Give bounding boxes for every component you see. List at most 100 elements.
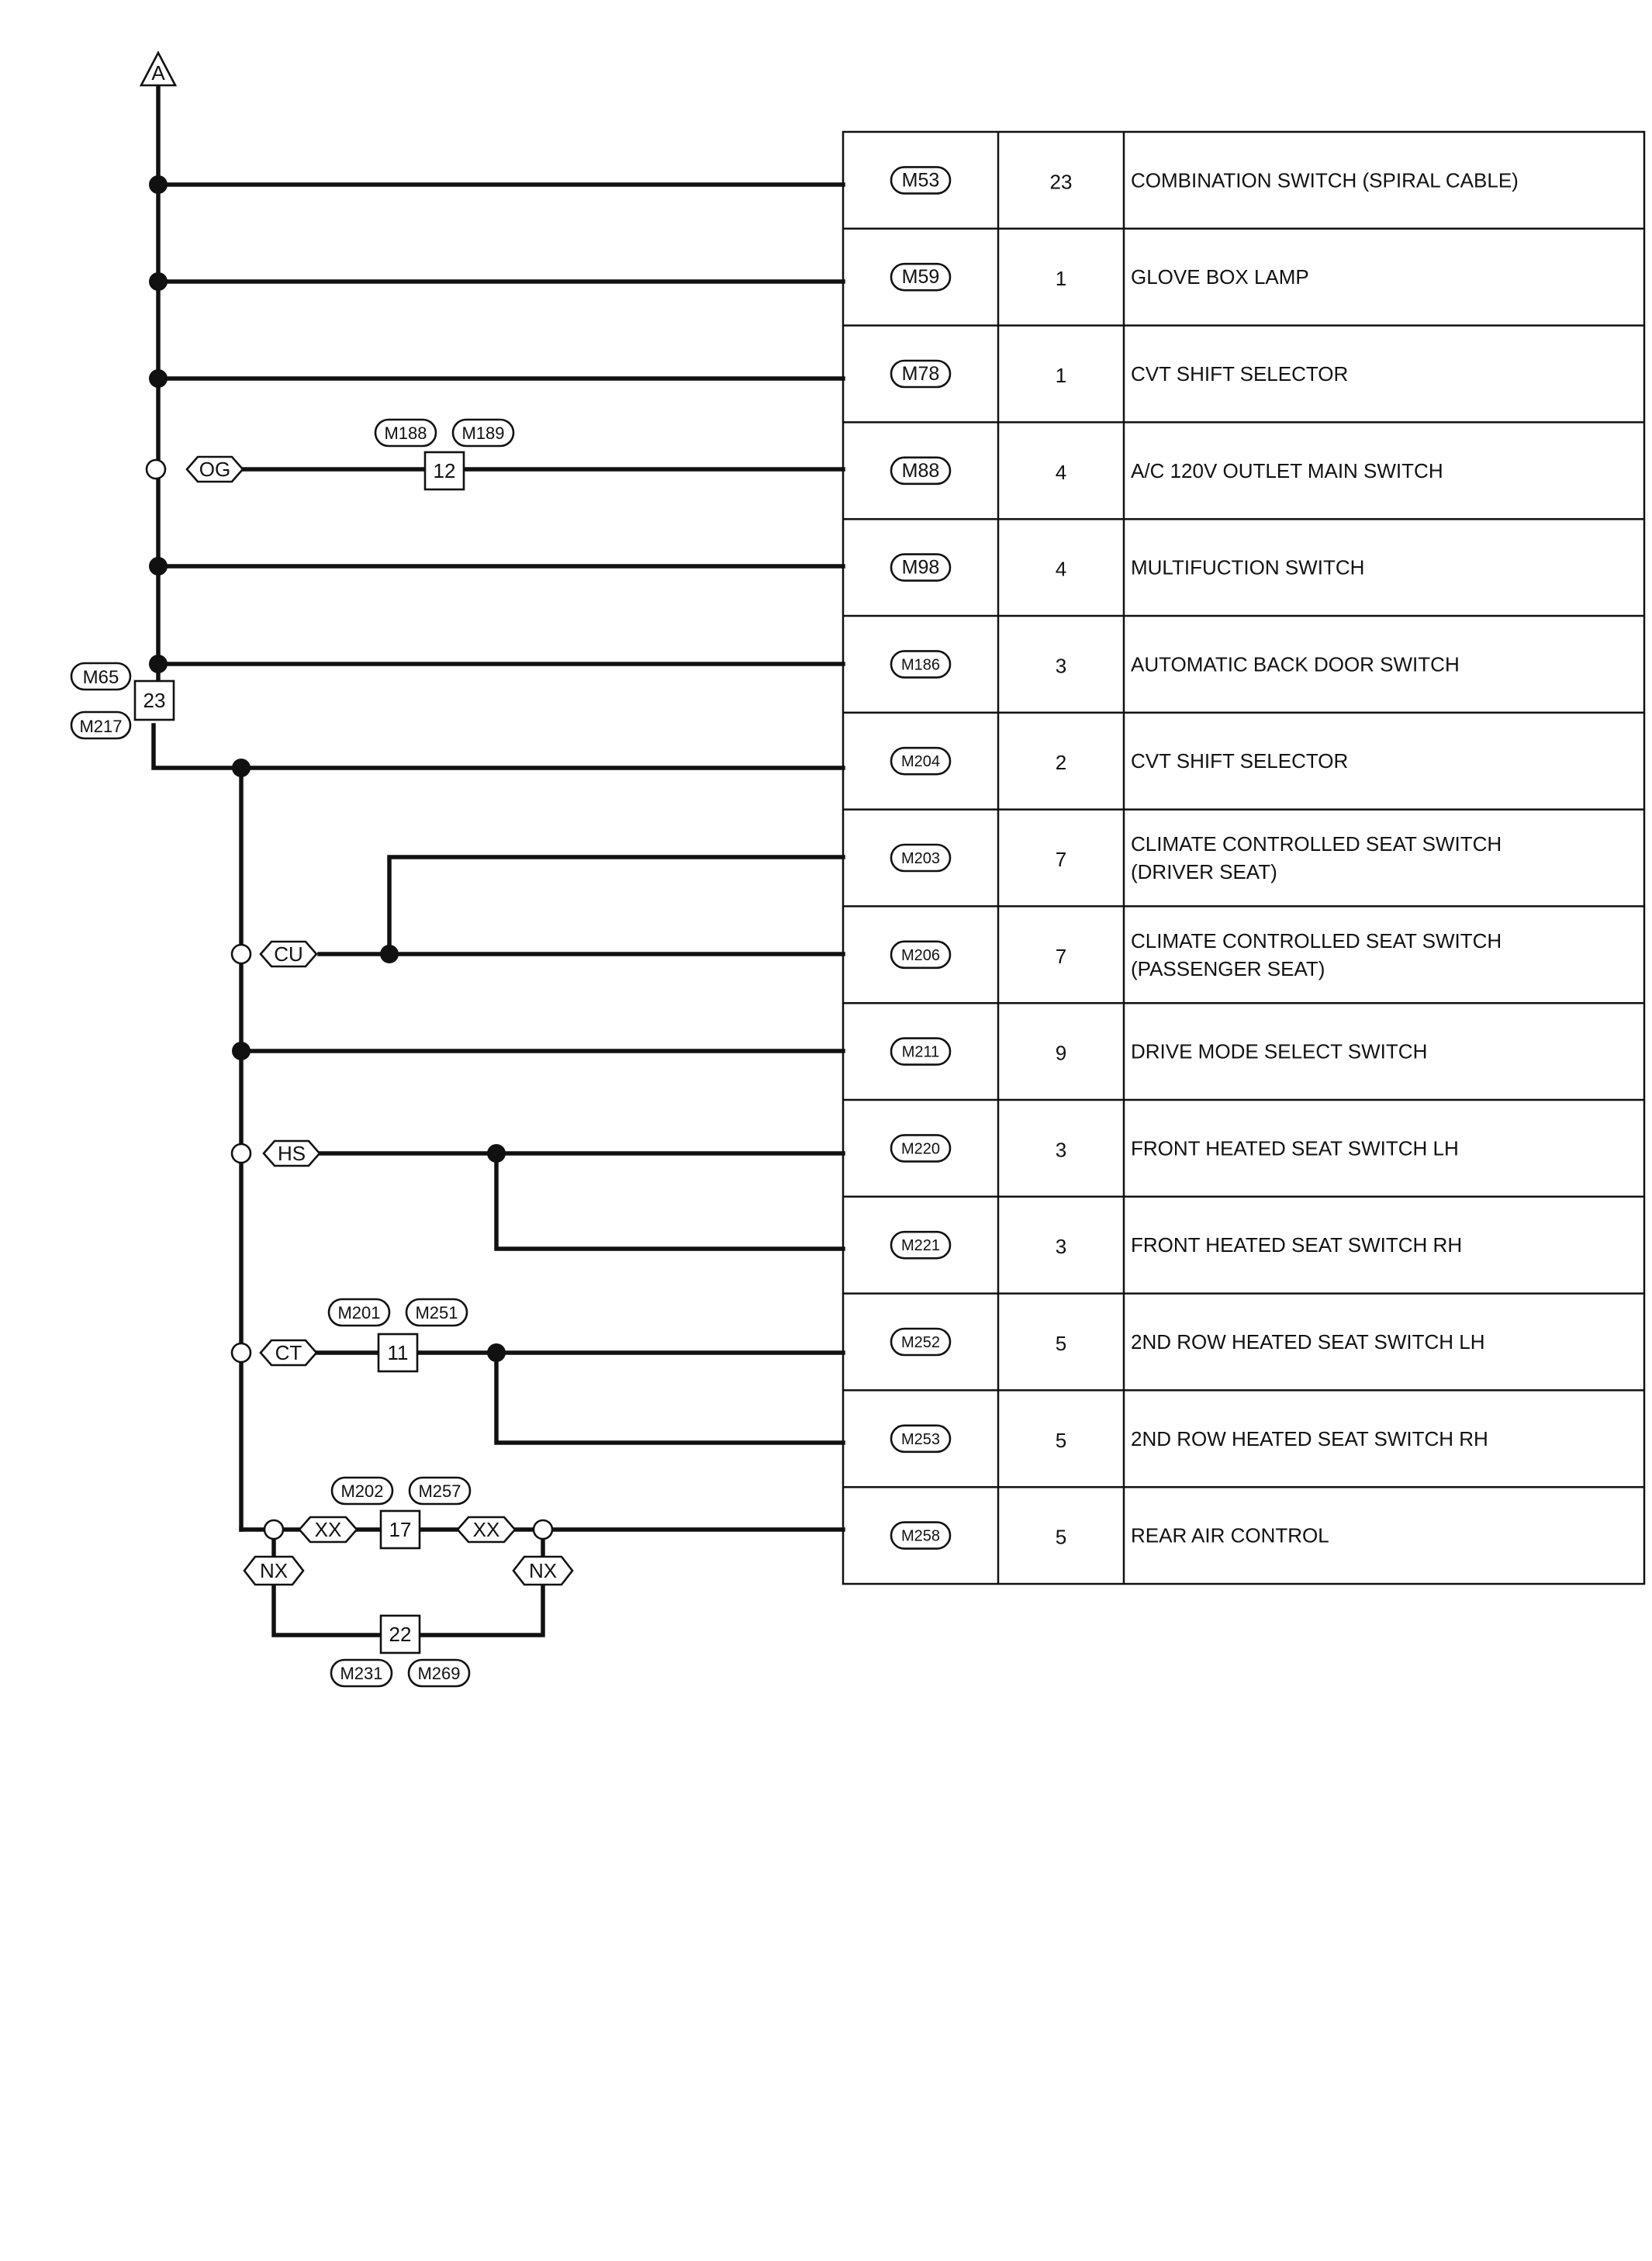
connector-id: M88 xyxy=(902,460,940,482)
wire-to-m203 xyxy=(387,855,845,956)
component-description: (DRIVER SEAT) xyxy=(1131,860,1277,883)
connector-id: M220 xyxy=(901,1140,940,1157)
connector-label-m201: M201 xyxy=(337,1303,380,1322)
terminal-number: 9 xyxy=(1056,1042,1066,1065)
wire-to-m221 xyxy=(494,1151,845,1251)
junction-open xyxy=(145,458,167,480)
terminal-number: 7 xyxy=(1056,848,1066,871)
terminal-number: 23 xyxy=(1050,170,1073,193)
component-description: CLIMATE CONTROLLED SEAT SWITCH xyxy=(1131,929,1502,952)
connector-badge xyxy=(890,359,952,389)
component-description: DRIVE MODE SELECT SWITCH xyxy=(1131,1040,1427,1063)
terminal-number: 3 xyxy=(1056,1235,1066,1258)
table-border xyxy=(842,130,1646,1585)
connector-badge xyxy=(890,843,952,873)
connector-badge xyxy=(890,1424,952,1454)
connector-id: M98 xyxy=(902,557,940,579)
junction-dot xyxy=(149,557,168,576)
table-row: M252 5 2ND ROW HEATED SEAT SWITCH LH xyxy=(890,1327,1485,1357)
junctions xyxy=(145,175,554,1540)
component-description: MULTIFUCTION SWITCH xyxy=(1131,556,1364,579)
terminal-number: 1 xyxy=(1056,267,1066,290)
connector-id: M204 xyxy=(901,753,940,770)
component-description: FRONT HEATED SEAT SWITCH LH xyxy=(1131,1136,1459,1160)
connector-badge xyxy=(890,940,952,970)
terminal-number: 5 xyxy=(1056,1332,1066,1355)
option-xx: XX XX M202 M257 17 xyxy=(298,1476,517,1550)
main-connector-pin: 23 xyxy=(143,689,166,712)
connector-id: M186 xyxy=(901,656,940,673)
connector-table-grid xyxy=(842,130,1646,1585)
component-description: CVT SHIFT SELECTOR xyxy=(1131,749,1348,773)
terminal-number: 5 xyxy=(1056,1526,1066,1549)
option-nx: NX NX 22 M231 M269 xyxy=(243,1555,574,1688)
option-code-xx-right: XX xyxy=(473,1518,500,1541)
option-cu: CU xyxy=(259,940,318,968)
table-row: M258 5 REAR AIR CONTROL xyxy=(890,1521,1329,1550)
terminal-number: 1 xyxy=(1056,364,1066,387)
connector-badge xyxy=(890,650,952,679)
connector-id: M53 xyxy=(902,169,940,191)
option-og: OG M188 M189 12 xyxy=(185,418,515,491)
junction-open xyxy=(230,943,252,965)
connector-badge xyxy=(890,746,952,776)
connector-label-m189: M189 xyxy=(461,424,504,443)
connector-label-m202: M202 xyxy=(340,1481,383,1501)
option-code-hs: HS xyxy=(278,1142,306,1165)
connector-id: M258 xyxy=(901,1528,940,1545)
connector-badge xyxy=(890,262,952,292)
component-description: 2ND ROW HEATED SEAT SWITCH LH xyxy=(1131,1330,1485,1353)
option-code-nx-right: NX xyxy=(529,1559,557,1582)
connector-label-m65: M65 xyxy=(83,667,119,688)
junction-open xyxy=(532,1519,554,1540)
junction-dot xyxy=(149,655,168,673)
option-code-og: OG xyxy=(199,458,230,481)
terminal-number: 2 xyxy=(1056,751,1066,774)
connector-label-m188: M188 xyxy=(384,424,427,443)
component-description: CLIMATE CONTROLLED SEAT SWITCH xyxy=(1131,832,1502,856)
component-description: REAR AIR CONTROL xyxy=(1131,1524,1329,1547)
connector-id: M203 xyxy=(901,850,940,867)
component-description: FRONT HEATED SEAT SWITCH RH xyxy=(1131,1233,1462,1257)
option-pin-nx: 22 xyxy=(389,1623,412,1646)
connector-id: M59 xyxy=(902,266,940,288)
connector-badge xyxy=(890,1327,952,1357)
table-row: M204 2 CVT SHIFT SELECTOR xyxy=(890,746,1348,776)
table-row: M59 1 GLOVE BOX LAMP xyxy=(890,262,1309,292)
junction-dot xyxy=(487,1343,506,1362)
junction-dot xyxy=(232,759,251,777)
connector-badge xyxy=(890,1230,952,1260)
component-description: GLOVE BOX LAMP xyxy=(1131,265,1309,289)
junction-open xyxy=(263,1519,285,1540)
component-description: CVT SHIFT SELECTOR xyxy=(1131,362,1348,385)
connector-id: M252 xyxy=(901,1334,940,1351)
junction-open xyxy=(230,1342,252,1364)
terminal-number: 3 xyxy=(1056,654,1066,677)
connector-badge xyxy=(890,456,952,486)
terminal-number: 5 xyxy=(1056,1429,1066,1452)
connector-label-m217: M217 xyxy=(79,717,122,736)
terminal-number: 3 xyxy=(1056,1138,1066,1161)
option-code-cu: CU xyxy=(274,942,303,966)
wiring xyxy=(151,83,845,1637)
connector-id: M253 xyxy=(901,1431,940,1448)
junction-dot xyxy=(487,1144,506,1163)
connector-badge xyxy=(890,553,952,582)
table-row: M203 7 CLIMATE CONTROLLED SEAT SWITCH (DRIV… xyxy=(890,832,1502,883)
connector-label-m269: M269 xyxy=(417,1664,460,1683)
junction-open xyxy=(230,1143,252,1164)
terminal-number: 4 xyxy=(1056,461,1066,484)
option-code-ct: CT xyxy=(275,1341,302,1364)
connector-badge xyxy=(890,1521,952,1550)
junction-dot xyxy=(149,175,168,194)
junction-dot xyxy=(149,272,168,291)
